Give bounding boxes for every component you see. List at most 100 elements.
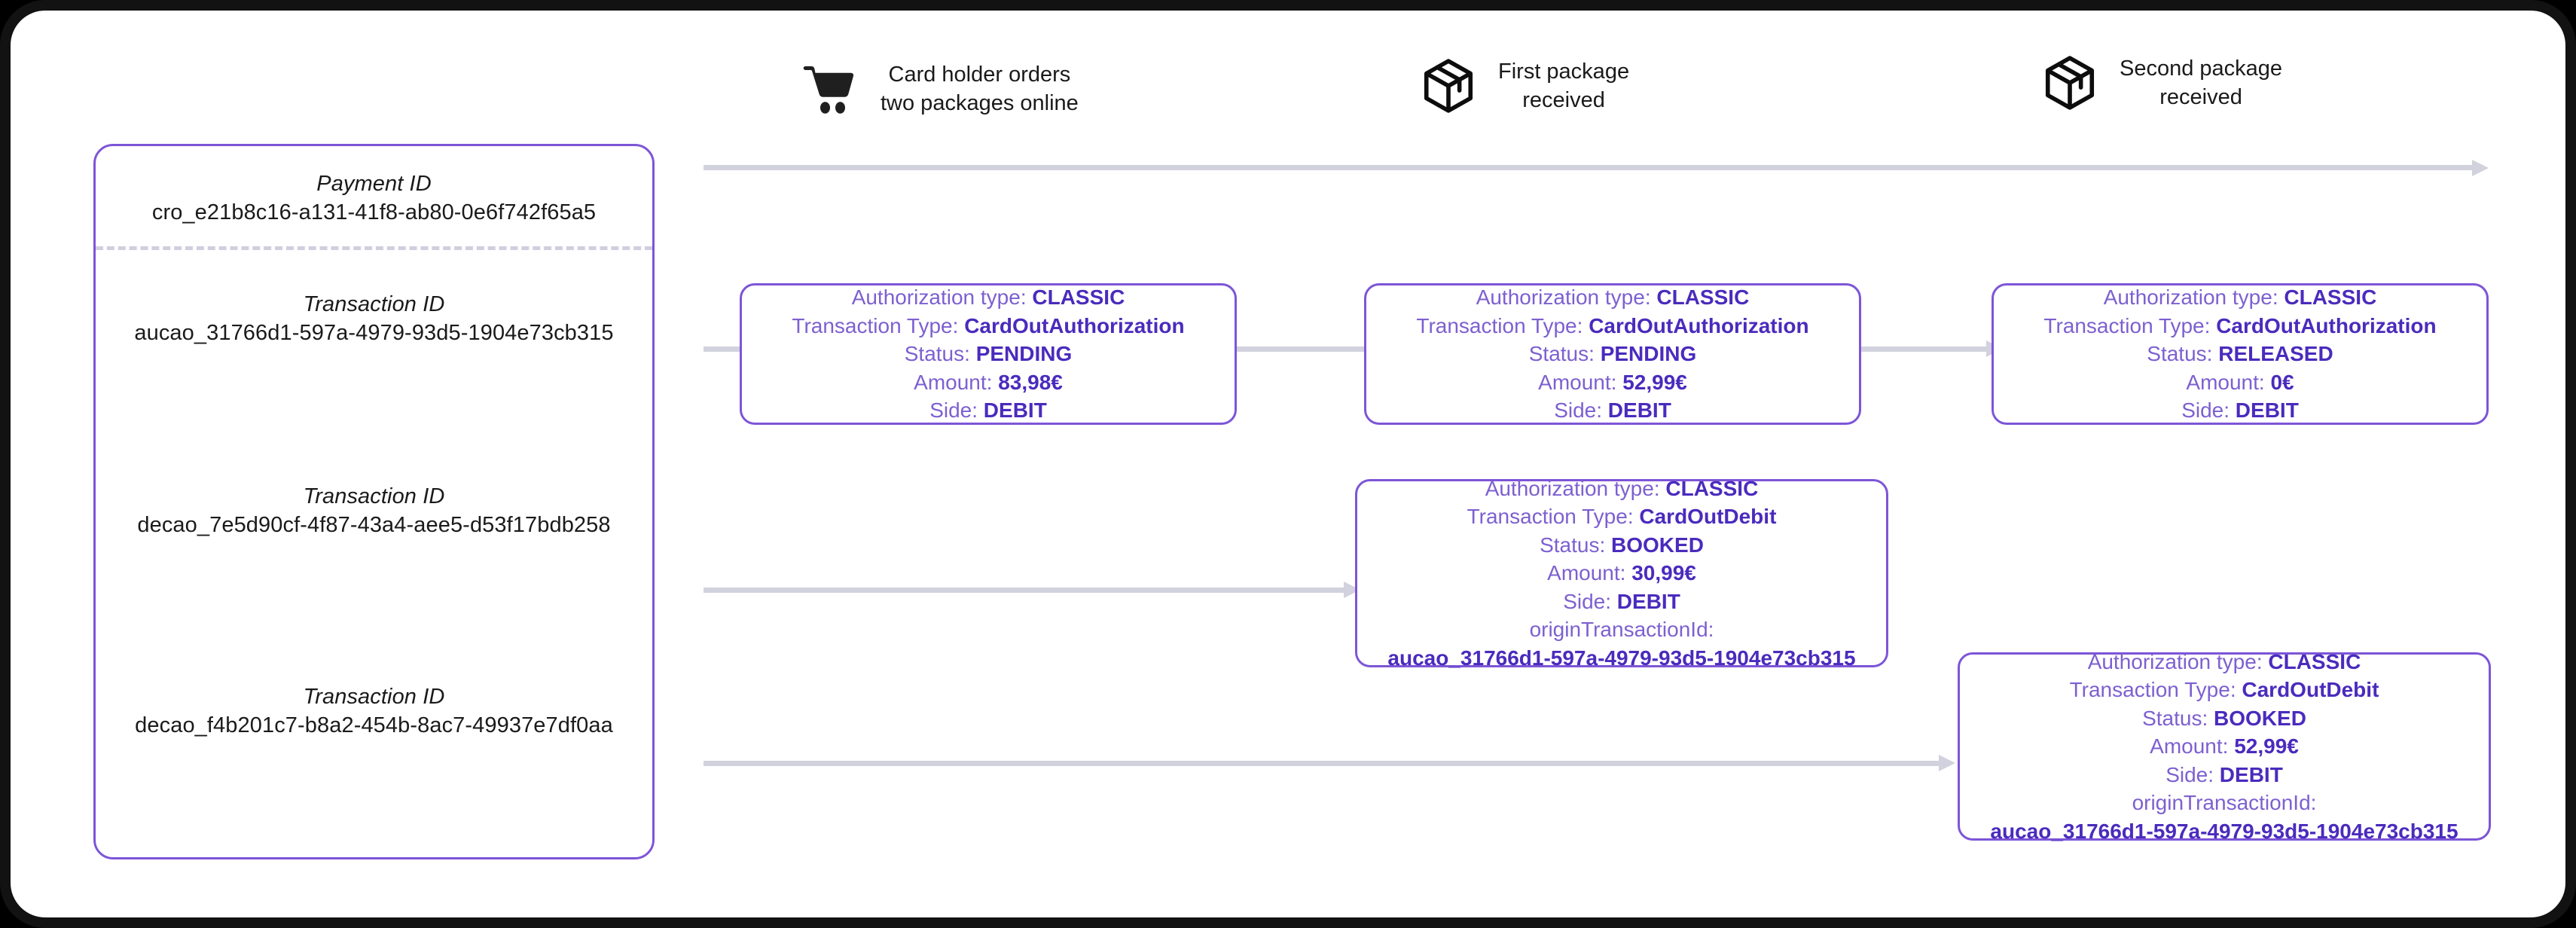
transaction-id-label: Transaction ID	[303, 685, 445, 709]
txn-field-amount: Amount: 0€	[2186, 368, 2294, 397]
txn-field-status: Status: RELEASED	[2147, 340, 2333, 368]
txn-field-key: Transaction Type:	[2069, 678, 2236, 702]
transaction-card-debit-booked-52[interactable]: Authorization type: CLASSIC Transaction …	[1958, 650, 2491, 843]
connector-auth2-to-auth3	[1860, 346, 1986, 352]
transaction-id-value: decao_7e5d90cf-4f87-43a4-aee5-d53f17bdb2…	[137, 512, 611, 537]
txn-field-value: CardOutDebit	[1639, 505, 1777, 529]
txn-field-key: Authorization type:	[2087, 649, 2263, 673]
txn-field-value: DEBIT	[2219, 762, 2283, 786]
txn-field-key: Side:	[929, 398, 978, 423]
txn-field-value: 83,98€	[998, 370, 1063, 394]
txn-field-status: Status: PENDING	[1529, 340, 1697, 368]
txn-field-transaction-type: Transaction Type: CardOutAuthorization	[1416, 312, 1808, 340]
txn-field-value: DEBIT	[2235, 398, 2299, 423]
transaction-id-label: Transaction ID	[303, 484, 445, 508]
txn-field-value: 0€	[2270, 370, 2294, 394]
milestone-label: Card holder orders two packages online	[881, 62, 1079, 115]
txn-field-value: PENDING	[975, 342, 1073, 366]
txn-field-transaction-type: Transaction Type: CardOutDebit	[2070, 676, 2379, 704]
txn-field-side: Side: DEBIT	[2165, 761, 2283, 789]
txn-field-value: DEBIT	[1607, 398, 1671, 423]
txn-field-key: Amount:	[1547, 561, 1626, 585]
txn-field-key: Side:	[1563, 589, 1612, 613]
milestone-label: Second package received	[2120, 56, 2283, 109]
txn-field-origin-transaction-id: aucao_31766d1-597a-4979-93d5-1904e73cb31…	[1387, 646, 1856, 670]
txn-field-status: Status: BOOKED	[1540, 531, 1704, 560]
txn-field-value: 52,99€	[1622, 370, 1687, 394]
txn-field-value: CardOutAuthorization	[2216, 313, 2437, 337]
txn-field-value: RELEASED	[2218, 342, 2333, 366]
connector-panel-to-auth1	[704, 346, 741, 352]
txn-field-key: Side:	[2165, 762, 2214, 786]
transaction-id-block-3: Transaction ID decao_f4b201c7-b8a2-454b-…	[96, 683, 652, 740]
txn-field-key: Amount:	[914, 370, 993, 394]
txn-field-key: Authorization type:	[2103, 285, 2278, 310]
transaction-card-auth-pending-83[interactable]: Authorization type: CLASSIC Transaction …	[740, 283, 1237, 425]
txn-field-key: Status:	[904, 342, 970, 366]
diagram-canvas: Payment ID cro_e21b8c16-a131-41f8-ab80-0…	[11, 11, 2565, 917]
txn-field-origin-transaction-label: originTransactionId:	[2132, 791, 2317, 815]
txn-field-value: CLASSIC	[1656, 285, 1750, 310]
connector-auth1-to-auth2	[1235, 346, 1378, 352]
txn-field-value: CLASSIC	[1665, 476, 1759, 500]
txn-field-amount: Amount: 52,99€	[1538, 368, 1687, 397]
milestone-second-package-received: Second package received	[2037, 50, 2282, 116]
txn-field-origin-transaction-id: aucao_31766d1-597a-4979-93d5-1904e73cb31…	[1990, 819, 2458, 843]
transaction-card-auth-pending-52[interactable]: Authorization type: CLASSIC Transaction …	[1364, 283, 1861, 425]
txn-field-value: DEBIT	[1616, 589, 1680, 613]
timeline-axis-line	[704, 165, 2475, 170]
txn-field-transaction-type: Transaction Type: CardOutAuthorization	[2043, 312, 2436, 340]
txn-field-amount: Amount: 30,99€	[1547, 559, 1696, 588]
txn-field-side: Side: DEBIT	[1554, 396, 1671, 425]
txn-field-key: Amount:	[1538, 370, 1617, 394]
transaction-card-auth-released-0[interactable]: Authorization type: CLASSIC Transaction …	[1992, 283, 2489, 425]
transaction-card-debit-booked-30[interactable]: Authorization type: CLASSIC Transaction …	[1355, 477, 1888, 670]
connector-panel-to-debit2-arrowhead	[1939, 755, 1955, 771]
txn-field-authorization-type: Authorization type: CLASSIC	[852, 283, 1125, 312]
txn-field-key: Status:	[2147, 342, 2213, 366]
txn-field-authorization-type: Authorization type: CLASSIC	[1485, 475, 1759, 503]
txn-field-value: CLASSIC	[1032, 285, 1125, 310]
transaction-id-block-1: Transaction ID aucao_31766d1-597a-4979-9…	[96, 291, 652, 347]
txn-field-transaction-type: Transaction Type: CardOutAuthorization	[792, 312, 1184, 340]
milestone-card-holder-orders: Card holder orders two packages online	[798, 56, 1079, 122]
payment-id-value: cro_e21b8c16-a131-41f8-ab80-0e6f742f65a5	[151, 200, 597, 224]
txn-field-key: Authorization type:	[1476, 285, 1651, 310]
connector-panel-to-debit2	[704, 761, 1939, 766]
timeline-axis	[704, 160, 2489, 176]
txn-field-key: Transaction Type:	[2043, 313, 2211, 337]
txn-field-key: Status:	[2142, 706, 2208, 730]
timeline-axis-arrowhead	[2472, 160, 2489, 176]
txn-field-key: Side:	[1554, 398, 1603, 423]
txn-field-key: Status:	[1540, 533, 1606, 557]
txn-field-status: Status: PENDING	[905, 340, 1073, 368]
shopping-cart-icon	[798, 56, 864, 122]
txn-field-value: CardOutDebit	[2242, 678, 2379, 702]
transaction-id-value: aucao_31766d1-597a-4979-93d5-1904e73cb31…	[134, 320, 614, 345]
txn-field-key: Transaction Type:	[1467, 505, 1634, 529]
txn-field-value: CardOutAuthorization	[964, 313, 1185, 337]
txn-field-side: Side: DEBIT	[2181, 396, 2299, 425]
txn-field-authorization-type: Authorization type: CLASSIC	[1476, 283, 1750, 312]
milestone-first-package-received: First package received	[1415, 53, 1629, 119]
connector-panel-to-debit1	[704, 588, 1344, 593]
txn-field-key: Side:	[2181, 398, 2230, 423]
transaction-id-block-2: Transaction ID decao_7e5d90cf-4f87-43a4-…	[96, 483, 652, 539]
txn-field-side: Side: DEBIT	[929, 396, 1047, 425]
txn-field-transaction-type: Transaction Type: CardOutDebit	[1467, 502, 1777, 531]
txn-field-value: CardOutAuthorization	[1589, 313, 1809, 337]
package-box-icon	[2037, 50, 2103, 116]
txn-field-authorization-type: Authorization type: CLASSIC	[2088, 648, 2361, 676]
txn-field-authorization-type: Authorization type: CLASSIC	[2104, 283, 2377, 312]
payment-panel: Payment ID cro_e21b8c16-a131-41f8-ab80-0…	[93, 144, 655, 859]
txn-field-side: Side: DEBIT	[1563, 588, 1680, 616]
txn-field-key: Status:	[1528, 342, 1595, 366]
txn-field-key: Transaction Type:	[1416, 313, 1583, 337]
transaction-id-value: decao_f4b201c7-b8a2-454b-8ac7-49937e7df0…	[135, 713, 613, 737]
txn-field-value: BOOKED	[2214, 706, 2306, 730]
txn-field-key: Amount:	[2186, 370, 2265, 394]
txn-field-value: 52,99€	[2234, 734, 2299, 759]
txn-field-value: BOOKED	[1611, 533, 1704, 557]
txn-field-value: CLASSIC	[2284, 285, 2377, 310]
